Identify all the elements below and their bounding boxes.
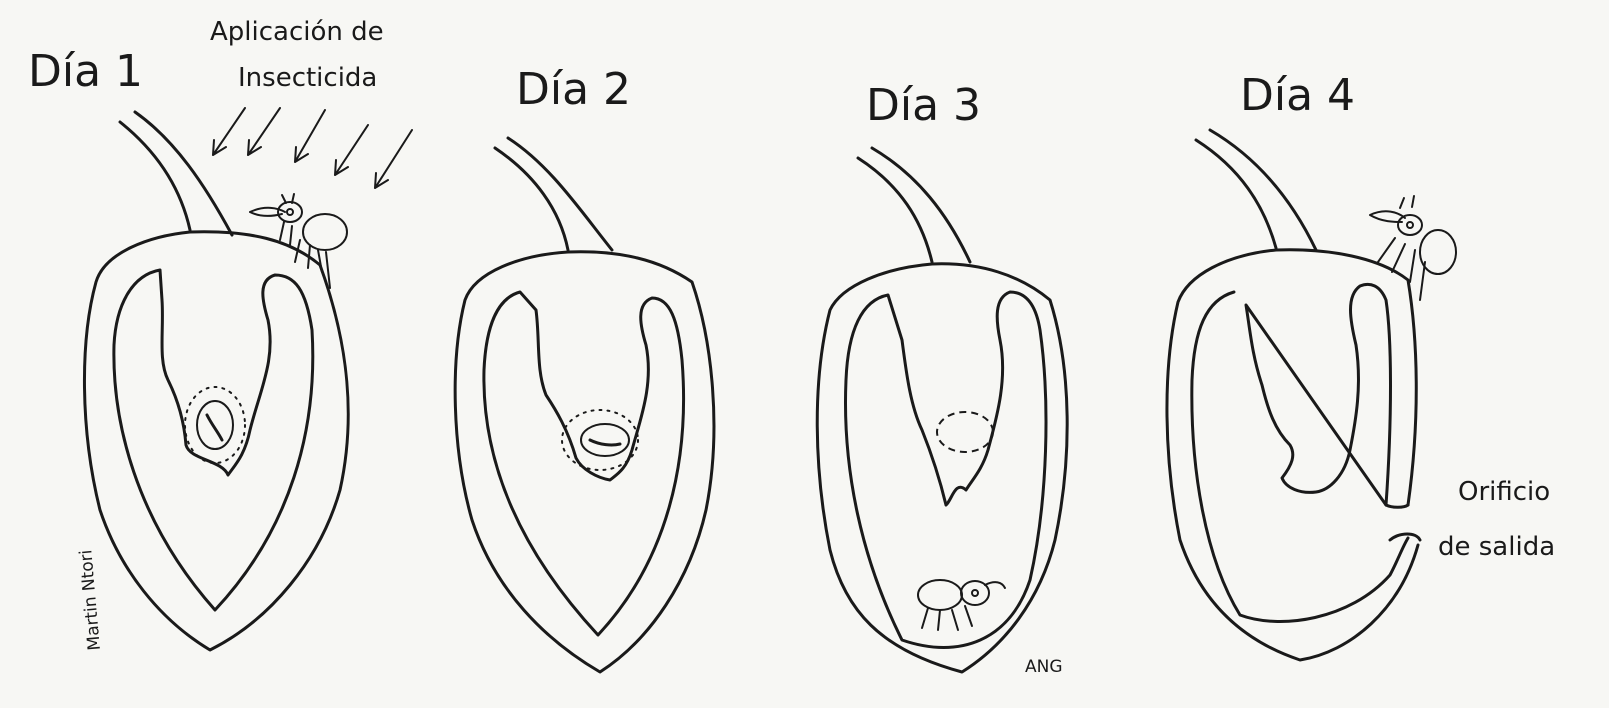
- seed-stem: [120, 112, 232, 235]
- wasp-adult: [250, 194, 347, 288]
- artist-initials: ANG: [1025, 657, 1063, 677]
- panel-day-4: Día 4 Orificio de salida: [1167, 70, 1555, 660]
- panel-day-2: Día 2: [455, 64, 714, 672]
- panel-title-day-2: Día 2: [516, 64, 631, 115]
- panel-title-day-3: Día 3: [866, 80, 981, 131]
- seed-inner: [114, 270, 313, 610]
- panel-day-3: Día 3 ANG: [817, 80, 1067, 677]
- insecticide-label-line2: Insecticida: [238, 63, 377, 93]
- panel-title-day-1: Día 1: [28, 46, 143, 97]
- wasp-emerging: [918, 580, 1005, 630]
- seed-stem: [858, 148, 970, 262]
- seed-inner: [484, 292, 684, 635]
- signature: Martin Ntori: [76, 549, 105, 651]
- seed-stem: [495, 138, 612, 250]
- wasp-exiting: [1370, 196, 1456, 300]
- insecticide-arrows: [213, 108, 412, 188]
- larva: [562, 410, 638, 470]
- exit-hole-label-line2: de salida: [1438, 532, 1555, 562]
- panel-day-1: Día 1 Aplicación de Insecticida: [28, 17, 412, 651]
- panel-title-day-4: Día 4: [1240, 70, 1355, 121]
- insecticide-label-line1: Aplicación de: [210, 17, 384, 47]
- empty-chamber: [937, 412, 993, 452]
- seed-inner: [1192, 284, 1408, 621]
- seed-inner: [845, 292, 1045, 648]
- exit-hole-label-line1: Orificio: [1458, 477, 1550, 507]
- larva: [185, 387, 245, 463]
- exit-hole: [1386, 505, 1420, 540]
- seed-stem: [1196, 130, 1316, 250]
